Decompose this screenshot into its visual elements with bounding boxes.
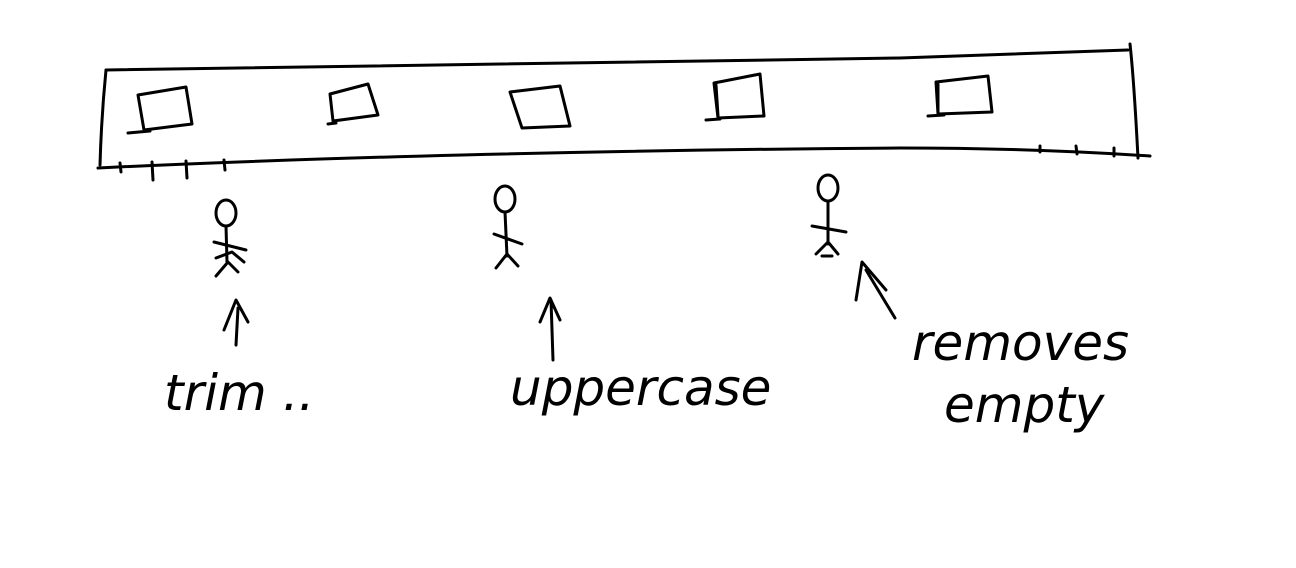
worker-uppercase bbox=[492, 184, 524, 270]
conveyor-belt bbox=[96, 42, 1152, 182]
belt-item-2 bbox=[326, 82, 380, 126]
worker-trim bbox=[212, 198, 248, 278]
label-empty: empty bbox=[944, 376, 1106, 434]
belt-items bbox=[126, 72, 994, 135]
arrow-uppercase-icon bbox=[538, 296, 562, 362]
belt-right-edge bbox=[1128, 42, 1140, 160]
belt-item-3 bbox=[508, 84, 572, 130]
worker-removes-empty bbox=[810, 173, 848, 258]
belt-left-edge bbox=[98, 68, 108, 167]
label-trim: trim .. bbox=[164, 364, 314, 422]
belt-item-4 bbox=[704, 72, 766, 122]
label-uppercase: uppercase bbox=[510, 359, 771, 417]
belt-item-5 bbox=[926, 74, 994, 118]
arrow-trim-icon bbox=[222, 298, 250, 347]
belt-item-1 bbox=[126, 85, 194, 135]
label-removes: removes bbox=[912, 314, 1129, 372]
belt-tick-marks bbox=[118, 144, 1116, 182]
belt-bottom-edge bbox=[96, 146, 1152, 170]
arrow-removes-empty-icon bbox=[854, 260, 897, 320]
belt-top-edge bbox=[104, 48, 1130, 72]
